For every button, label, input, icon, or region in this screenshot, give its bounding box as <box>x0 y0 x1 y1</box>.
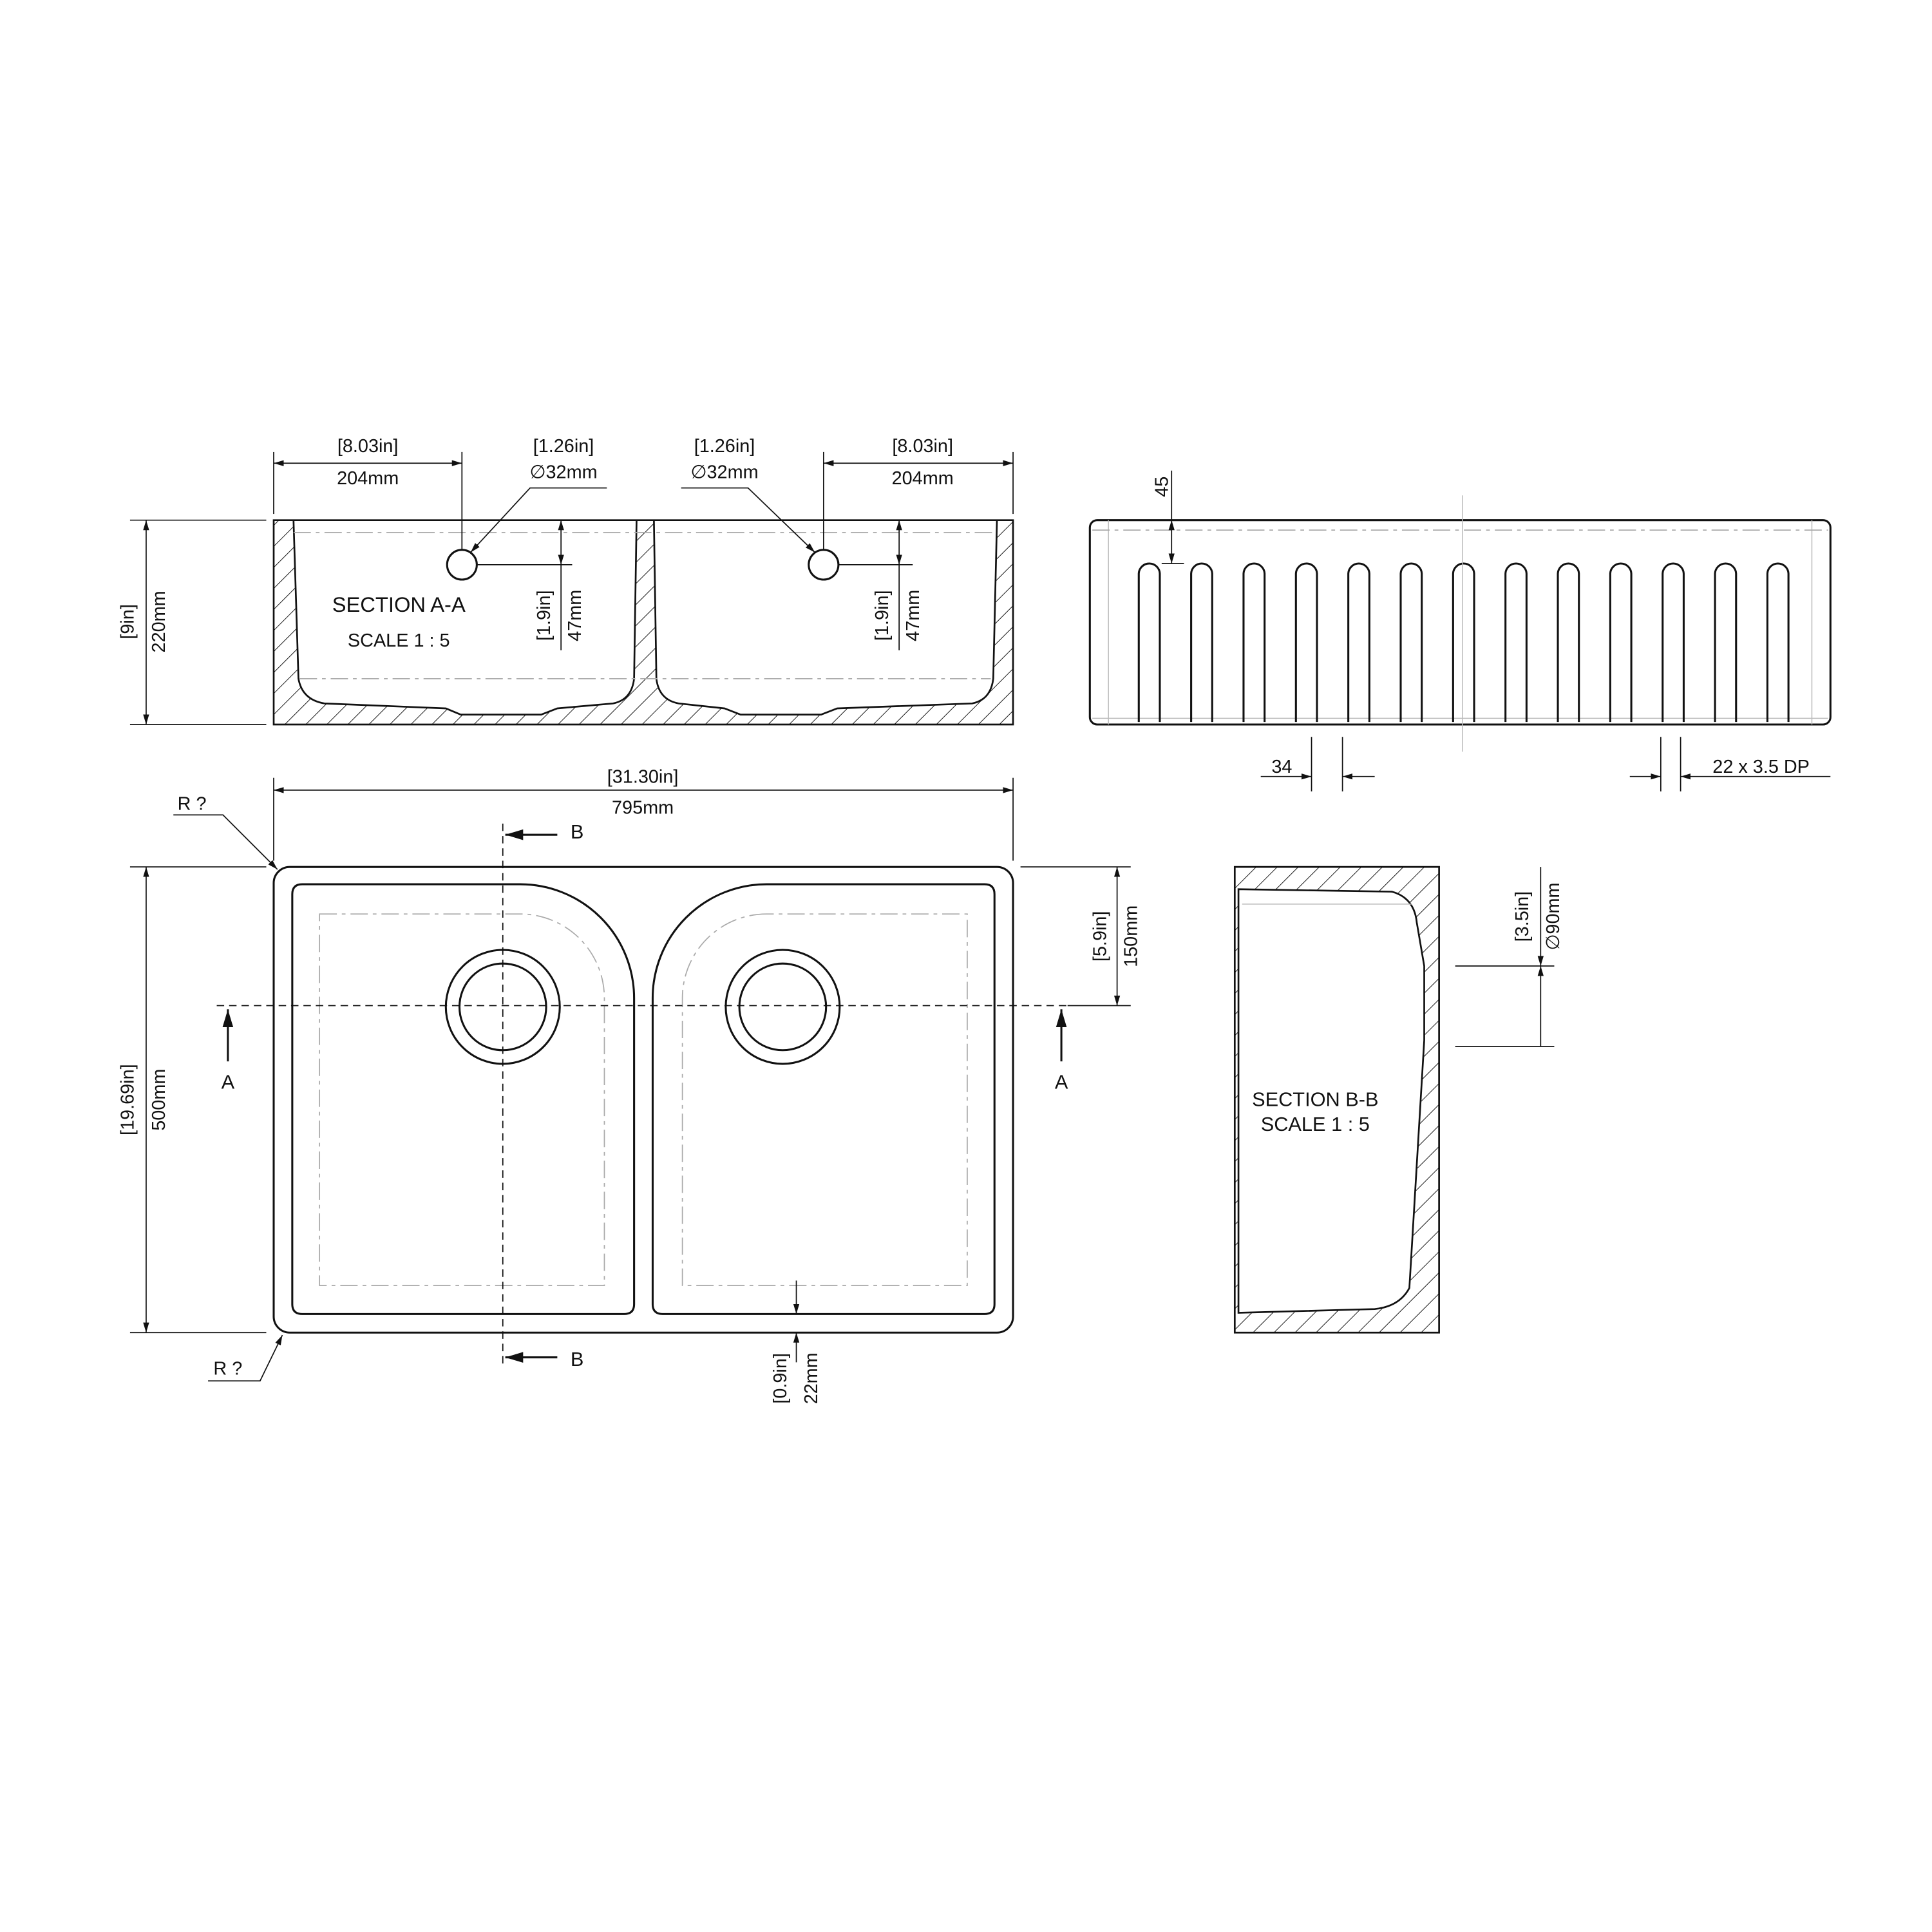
waste-in: [3.5in] <box>1512 891 1533 942</box>
hole-depth-left-mm: 47mm <box>565 590 585 641</box>
height-mm: 220mm <box>149 591 169 652</box>
drain-right-inner <box>738 962 828 1052</box>
section-b-marker-bottom: B <box>571 1348 584 1370</box>
waste-mm: ∅90mm <box>1543 882 1564 950</box>
hole-left-in: [1.26in] <box>533 436 594 457</box>
section-b-scale: SCALE 1 : 5 <box>1261 1113 1370 1135</box>
sink-outline <box>272 866 1014 1334</box>
width-mm: 795mm <box>612 797 674 818</box>
height-in: [9in] <box>118 604 138 639</box>
left-offset-in: [8.03in] <box>337 436 399 457</box>
flute <box>1294 562 1318 723</box>
tap-hole-left <box>446 549 478 581</box>
flute <box>1557 562 1580 723</box>
section-b-body <box>1233 866 1440 1334</box>
hole-depth-right-in: [1.9in] <box>872 590 893 641</box>
flute <box>1190 562 1213 723</box>
hole-depth-left-in: [1.9in] <box>534 590 554 641</box>
drain-offset-mm: 150mm <box>1121 905 1141 967</box>
flute <box>1137 562 1161 723</box>
flute <box>1766 562 1790 723</box>
flute <box>1452 562 1475 723</box>
right-bowl <box>651 883 996 1315</box>
flute <box>1714 562 1738 723</box>
flute-pitch: 34 <box>1271 757 1292 777</box>
front-view: 45 34 22 x 3.5 DP <box>1088 470 1832 791</box>
flute-spec: 22 x 3.5 DP <box>1712 757 1810 777</box>
drain-offset-in: [5.9in] <box>1090 911 1110 962</box>
front-wall-in: [0.9in] <box>770 1353 791 1404</box>
front-wall-mm: 22mm <box>801 1352 822 1404</box>
flute <box>1609 562 1633 723</box>
plan-view: [31.30in] 795mm [19.69in] 500mm R ? R ? … <box>118 766 1142 1404</box>
hole-left-mm: ∅32mm <box>529 462 597 482</box>
depth-mm: 500mm <box>149 1069 169 1131</box>
hole-right-mm: ∅32mm <box>690 462 758 482</box>
right-offset-in: [8.03in] <box>892 436 953 457</box>
radius-bottom: R ? <box>213 1359 242 1379</box>
flute <box>1504 562 1528 723</box>
flute <box>1399 562 1423 723</box>
section-b-b-view: SECTION B-B SCALE 1 : 5 [3.5in] ∅90mm <box>1233 866 1564 1334</box>
flute-top-offset: 45 <box>1151 477 1172 497</box>
section-a-marker-right: A <box>1055 1070 1068 1093</box>
section-a-title: SECTION A-A <box>332 592 466 616</box>
left-bowl <box>291 883 636 1315</box>
left-offset-mm: 204mm <box>337 468 399 489</box>
radius-top: R ? <box>178 794 207 815</box>
section-b-marker-top: B <box>571 820 584 843</box>
hole-right-in: [1.26in] <box>694 436 755 457</box>
width-in: [31.30in] <box>607 766 679 787</box>
flute <box>1347 562 1370 723</box>
section-a-a-view: SECTION A-A SCALE 1 : 5 [8.03in] 204mm [… <box>118 436 1014 726</box>
hole-depth-right-mm: 47mm <box>903 590 923 641</box>
flute <box>1662 562 1685 723</box>
tap-hole-right <box>808 549 840 581</box>
section-b-title: SECTION B-B <box>1252 1088 1378 1110</box>
right-offset-mm: 204mm <box>892 468 954 489</box>
depth-in: [19.69in] <box>118 1064 138 1135</box>
drain-right-outer <box>724 949 841 1065</box>
section-a-body <box>272 519 1014 726</box>
flute <box>1242 562 1266 723</box>
section-a-scale: SCALE 1 : 5 <box>348 630 450 651</box>
section-a-marker-left: A <box>222 1070 235 1093</box>
